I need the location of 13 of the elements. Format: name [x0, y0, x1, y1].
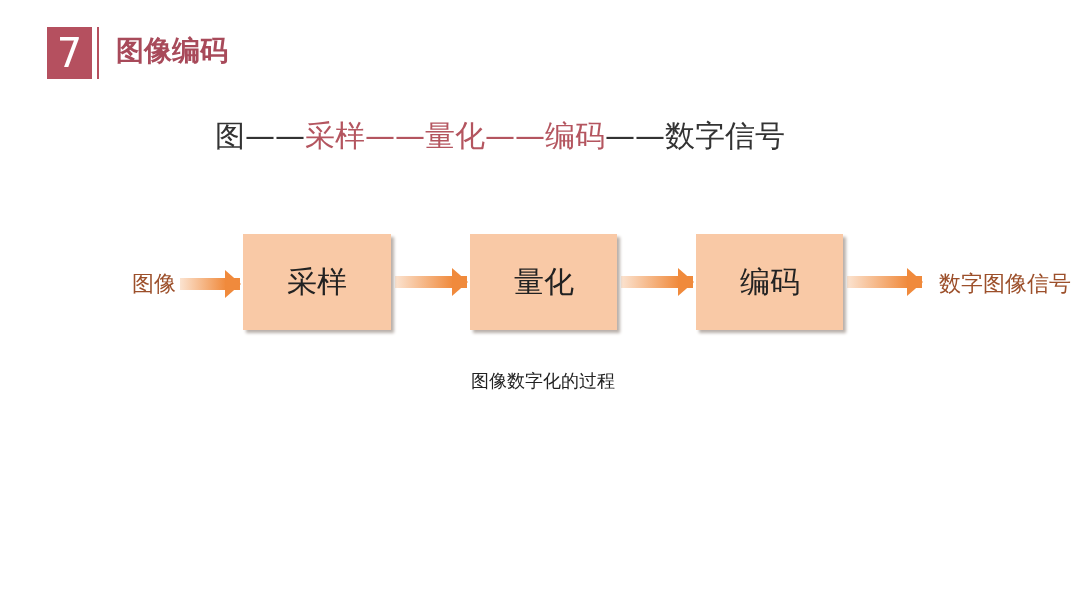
arrow	[621, 268, 694, 296]
process-box: 编码	[696, 234, 843, 330]
arrow	[395, 268, 468, 296]
endpoint-text: 数字图像信号	[925, 262, 1071, 306]
process-box: 量化	[470, 234, 617, 330]
slide-title: 图像编码	[116, 33, 228, 69]
process-box: 采样	[243, 234, 391, 330]
arrow	[847, 268, 923, 296]
caption-text: 图像数字化的过程	[470, 369, 616, 393]
endpoint-text: 图像	[100, 262, 176, 306]
number-badge: 7	[47, 27, 92, 79]
process-sequence-text: 图——采样——量化——编码——数字信号	[214, 117, 786, 155]
arrow	[180, 270, 241, 298]
